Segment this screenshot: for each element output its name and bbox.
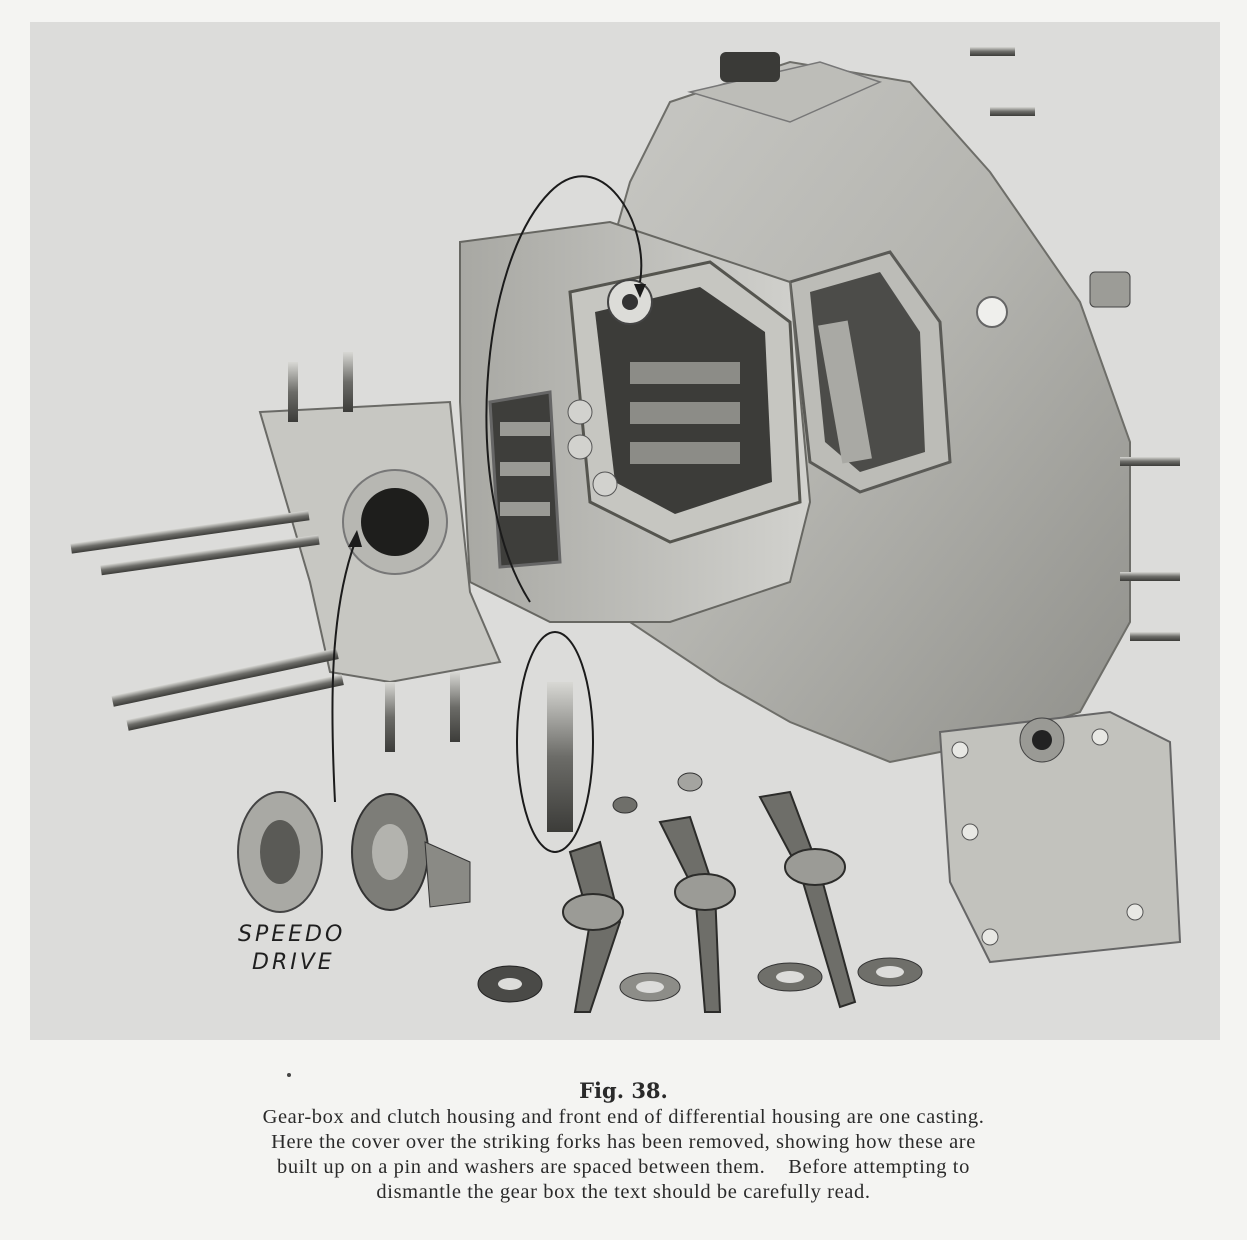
cover-plate [938, 710, 1182, 964]
print-speck [287, 1073, 291, 1077]
caption-line-3: built up on a pin and washers are spaced… [277, 1156, 970, 1178]
drive-label: DRIVE [252, 950, 335, 975]
speedo-arrow [331, 541, 356, 803]
speedo-label: SPEEDO [238, 922, 346, 947]
figure-number: Fig. 38. [579, 1078, 668, 1103]
caption-line-4: dismantle the gear box the text should b… [376, 1181, 871, 1203]
striking-forks [562, 790, 857, 1013]
gearbox-photo-illustration [70, 47, 1182, 1013]
striking-fork-pin [547, 682, 573, 832]
caption-line-1: Gear-box and clutch housing and front en… [262, 1106, 985, 1128]
pointer-line [485, 175, 643, 603]
photograph [30, 22, 1220, 1040]
figure-caption: Fig. 38. Gear-box and clutch housing and… [60, 1078, 1187, 1205]
caption-line-2: Here the cover over the striking forks h… [271, 1131, 976, 1153]
